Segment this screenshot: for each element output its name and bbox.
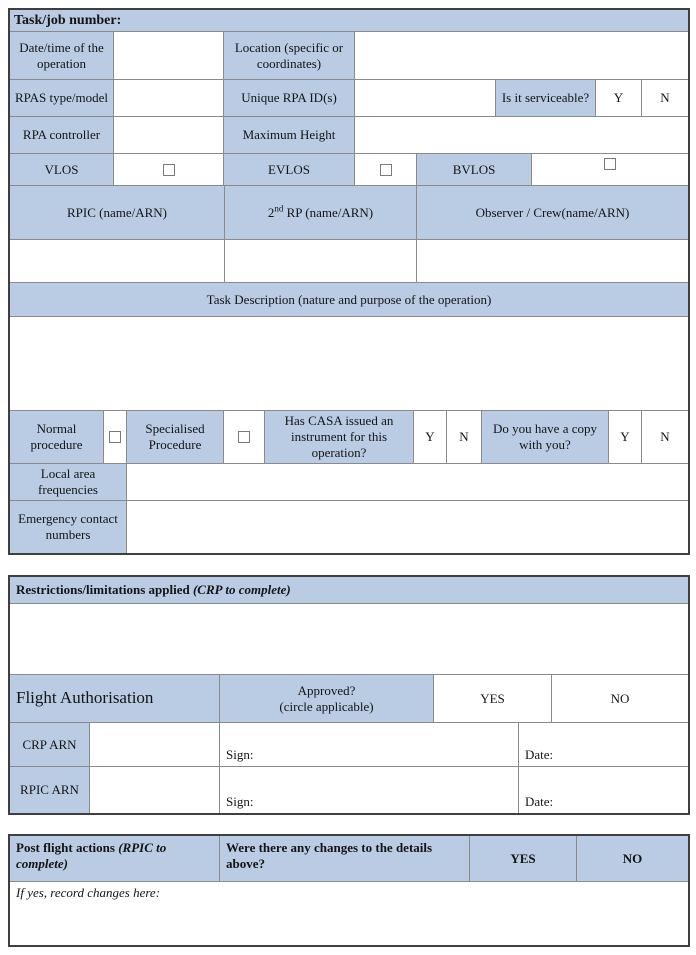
normal-procedure-label: Normal procedure — [10, 411, 104, 464]
restrictions-input-cell[interactable] — [10, 604, 688, 675]
specialised-procedure-checkbox-cell[interactable] — [224, 411, 265, 464]
serviceable-no-cell[interactable]: N — [642, 80, 688, 117]
vlos-checkbox-cell[interactable] — [114, 154, 224, 186]
crp-sign-cell[interactable]: Sign: — [220, 723, 519, 767]
copy-with-you-no-cell[interactable]: N — [642, 411, 688, 464]
evlos-checkbox-cell[interactable] — [355, 154, 417, 186]
serviceable-yes-cell[interactable]: Y — [596, 80, 642, 117]
task-description-input-cell[interactable] — [10, 317, 688, 411]
copy-with-you-label: Do you have a copy with you? — [482, 411, 609, 464]
specialised-procedure-label: Specialised Procedure — [127, 411, 224, 464]
max-height-input-cell[interactable] — [355, 117, 688, 154]
observer-crew-label: Observer / Crew(name/ARN) — [417, 186, 688, 240]
approved-label: Approved?(circle applicable) — [220, 675, 434, 723]
changes-yes-cell[interactable]: YES — [470, 836, 577, 882]
emergency-contacts-label: Emergency contact numbers — [10, 501, 127, 553]
approved-label-text: Approved?(circle applicable) — [279, 682, 374, 714]
observer-crew-input-cell[interactable] — [417, 240, 688, 283]
vlos-label: VLOS — [10, 154, 114, 186]
rpic-date-cell[interactable]: Date: — [525, 794, 554, 810]
casa-instrument-label: Has CASA issued an instrument for this o… — [265, 411, 414, 464]
rpas-type-input-cell[interactable] — [114, 80, 224, 117]
changes-no-cell[interactable]: NO — [577, 836, 688, 882]
vlos-checkbox-icon[interactable] — [162, 163, 175, 176]
restrictions-header-text: Restrictions/limitations applied (CRP to… — [16, 582, 291, 598]
rpa-controller-input-cell[interactable] — [114, 117, 224, 154]
copy-with-you-yes-cell[interactable]: Y — [609, 411, 642, 464]
record-changes-cell[interactable]: If yes, record changes here: — [16, 885, 161, 900]
rpas-type-label: RPAS type/model — [10, 80, 114, 117]
local-frequencies-label: Local area frequencies — [10, 464, 127, 501]
task-job-number-label: Task/job number: — [10, 10, 688, 32]
specialised-procedure-checkbox-icon[interactable] — [238, 431, 250, 443]
rpic-name-label: RPIC (name/ARN) — [10, 186, 225, 240]
emergency-contacts-input-cell[interactable] — [127, 501, 688, 553]
local-frequencies-input-cell[interactable] — [127, 464, 688, 501]
rpic-arn-label: RPIC ARN — [10, 767, 90, 813]
post-flight-label: Post flight actions (RPIC to complete) — [10, 836, 220, 882]
evlos-checkbox-icon[interactable] — [379, 163, 392, 176]
crp-arn-input-cell[interactable] — [90, 723, 220, 767]
post-flight-label-text: Post flight actions (RPIC to complete) — [16, 840, 167, 871]
rpic-sign-cell[interactable]: Sign: — [220, 767, 519, 813]
task-description-label: Task Description (nature and purpose of … — [10, 283, 688, 317]
second-rp-label-text: 2nd RP (name/ARN) — [267, 203, 374, 220]
bvlos-label: BVLOS — [417, 154, 532, 186]
second-rp-label: 2nd RP (name/ARN) — [225, 186, 417, 240]
rpa-controller-label: RPA controller — [10, 117, 114, 154]
rpa-id-label: Unique RPA ID(s) — [224, 80, 355, 117]
rpic-name-input-cell[interactable] — [10, 240, 225, 283]
serviceable-label: Is it serviceable? — [496, 80, 596, 117]
second-rp-input-cell[interactable] — [225, 240, 417, 283]
task-job-table: Task/job number: Date/time of the operat… — [8, 8, 690, 555]
approved-no-cell[interactable]: NO — [552, 675, 688, 723]
flight-authorisation-label: Flight Authorisation — [10, 675, 220, 723]
bvlos-checkbox-cell[interactable] — [532, 154, 688, 186]
crp-arn-label: CRP ARN — [10, 723, 90, 767]
task-job-header-row: Task/job number: — [10, 10, 688, 32]
changes-question-label: Were there any changes to the details ab… — [220, 836, 470, 882]
casa-instrument-yes-cell[interactable]: Y — [414, 411, 447, 464]
location-input-cell[interactable] — [355, 32, 688, 80]
evlos-label: EVLOS — [224, 154, 355, 186]
bvlos-checkbox-icon[interactable] — [604, 158, 616, 170]
approved-yes-cell[interactable]: YES — [434, 675, 552, 723]
max-height-label: Maximum Height — [224, 117, 355, 154]
date-time-label: Date/time of the operation — [10, 32, 114, 80]
restrictions-header: Restrictions/limitations applied (CRP to… — [10, 577, 688, 604]
rpic-arn-input-cell[interactable] — [90, 767, 220, 813]
crp-date-cell[interactable]: Date: — [519, 723, 688, 767]
post-flight-table: Post flight actions (RPIC to complete) W… — [8, 834, 690, 947]
date-time-input-cell[interactable] — [114, 32, 224, 80]
rpa-id-input-cell[interactable] — [355, 80, 496, 117]
location-label: Location (specific or coordinates) — [224, 32, 355, 80]
authorisation-table: Restrictions/limitations applied (CRP to… — [8, 575, 690, 815]
normal-procedure-checkbox-icon[interactable] — [109, 431, 121, 443]
casa-instrument-no-cell[interactable]: N — [447, 411, 482, 464]
normal-procedure-checkbox-cell[interactable] — [104, 411, 127, 464]
